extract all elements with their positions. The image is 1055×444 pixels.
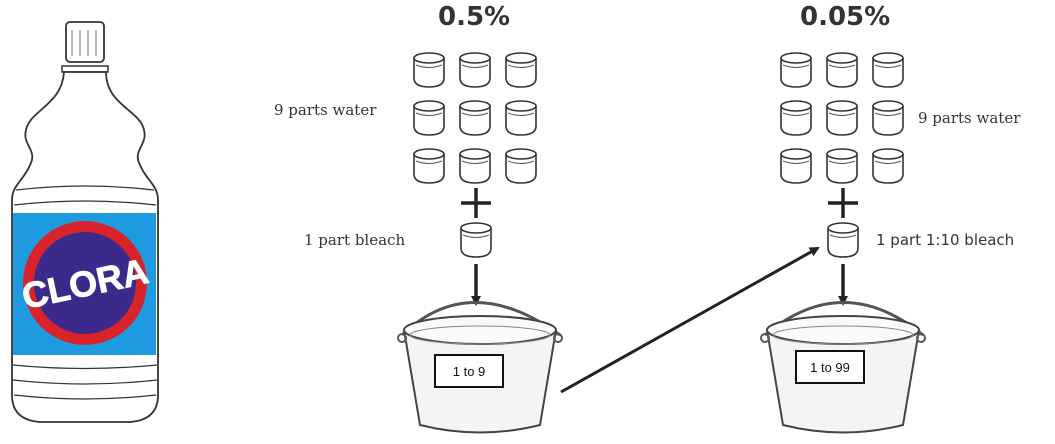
bleach-cup-right [827,222,859,258]
water-cup [826,100,858,136]
water-cup [459,100,491,136]
water-cup [826,148,858,184]
water-cup [413,52,445,88]
plus-sign-right [828,188,858,218]
water-label-left: 9 parts water [274,101,377,119]
plus-sign-left [461,188,491,218]
water-cups-left [413,52,537,184]
water-cup [872,148,904,184]
water-cup [505,52,537,88]
water-cup [780,52,812,88]
bleach-cup-left [460,222,492,258]
transfer-arrow [560,246,820,394]
water-cup [505,100,537,136]
bleach-label-left: 1 part bleach [304,231,406,249]
water-cup [459,52,491,88]
water-cup [826,52,858,88]
water-cups-right [780,52,904,184]
percent-left: 0.5% [438,2,511,32]
water-cup [413,148,445,184]
water-cup [872,52,904,88]
percent-right: 0.05% [800,2,891,32]
water-label-right: 9 parts water [918,109,1021,127]
water-cup [505,148,537,184]
water-cup [780,148,812,184]
water-cup [459,148,491,184]
water-cup [413,100,445,136]
bleach-label-right: 1 part 1:10 bleach [876,231,1015,249]
water-cup [780,100,812,136]
water-cup [872,100,904,136]
bucket-label-right: 1 to 99 [795,350,865,384]
bucket-label-left: 1 to 9 [434,354,504,388]
bleach-bottle: CLORA [11,21,159,423]
